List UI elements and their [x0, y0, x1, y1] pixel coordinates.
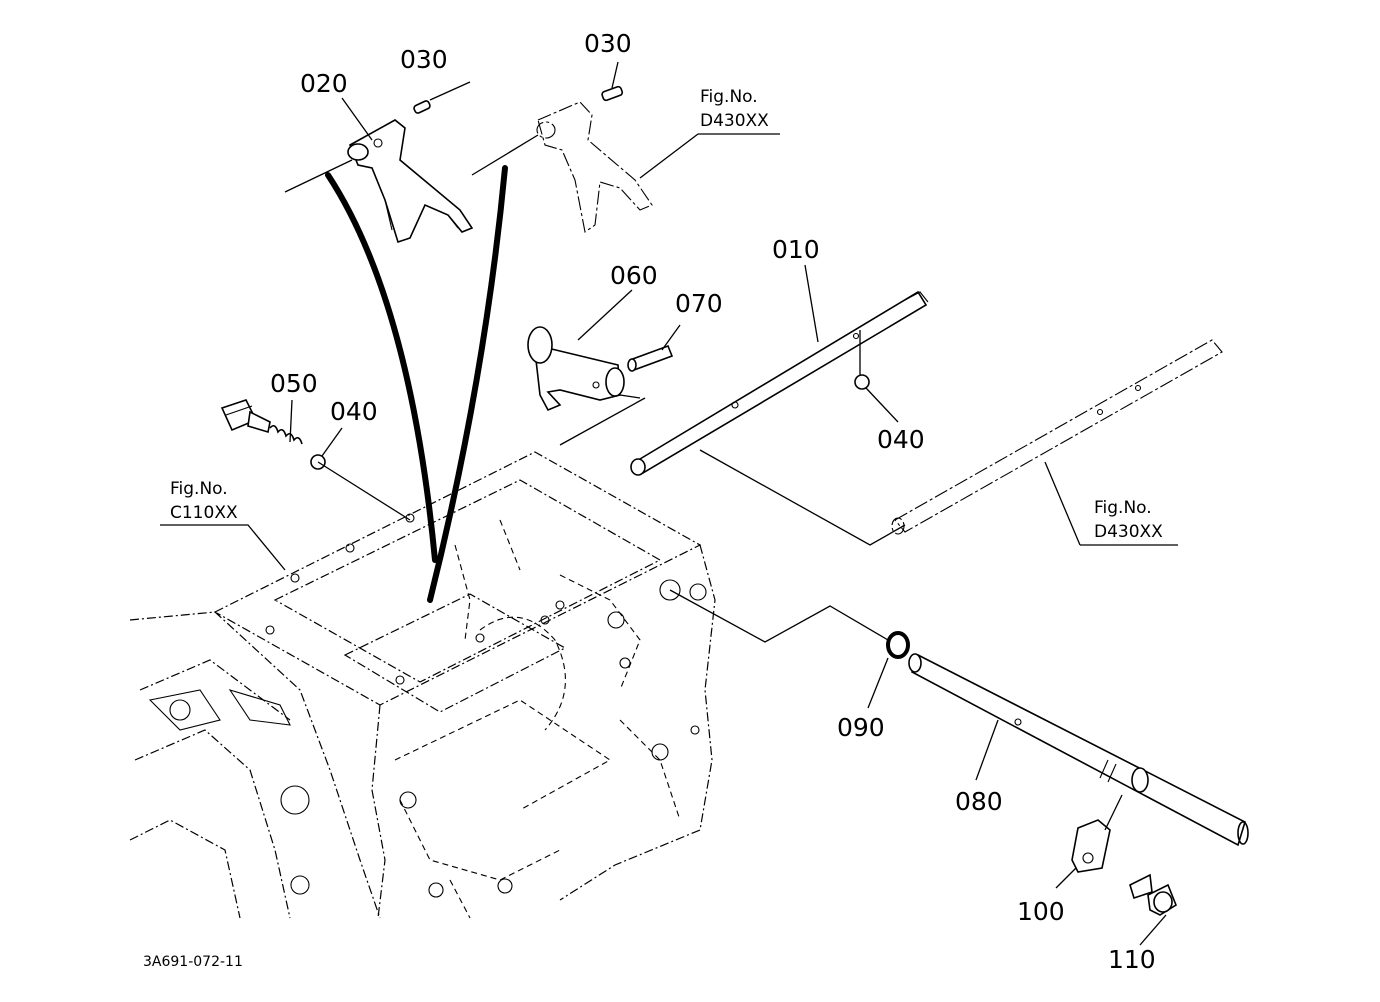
detent-ball-040b	[854, 374, 870, 390]
label-070: 070	[675, 289, 723, 318]
leader-lines	[160, 61, 1178, 946]
pin-030a	[413, 81, 471, 114]
label-010: 010	[772, 235, 820, 264]
o-ring-090	[886, 631, 910, 659]
label-040a: 040	[330, 397, 378, 426]
fig-ref-1-number: D430XX	[700, 111, 769, 131]
pin-070	[627, 344, 674, 372]
drawing-code: 3A691-072-11	[143, 954, 243, 970]
fig-ref-1-prefix: Fig.No.	[700, 87, 758, 107]
fig-ref-2-number: C110XX	[170, 503, 238, 523]
fig-ref-2-prefix: Fig.No.	[170, 479, 228, 499]
label-060: 060	[610, 261, 658, 290]
shift-fork-reference	[471, 101, 653, 233]
bolt-110	[1129, 873, 1177, 916]
fig-ref-3-number: D430XX	[1094, 522, 1163, 542]
label-100: 100	[1017, 897, 1065, 926]
plate-100	[1071, 794, 1123, 873]
label-040b: 040	[877, 425, 925, 454]
shift-rod-010	[630, 290, 929, 476]
label-110: 110	[1108, 945, 1156, 974]
detent-plug-050	[220, 399, 271, 434]
shift-fork-020	[284, 119, 474, 244]
label-030a: 030	[400, 45, 448, 74]
transmission-case	[129, 451, 716, 919]
label-090: 090	[837, 713, 885, 742]
label-080: 080	[955, 787, 1003, 816]
shift-rod-reference	[891, 339, 1223, 535]
label-030b: 030	[584, 29, 632, 58]
shift-cables	[325, 165, 508, 603]
label-020: 020	[300, 69, 348, 98]
part-number-labels: 020 030 030 060 070 010 050 040 040 090 …	[270, 29, 1156, 974]
pin-030b	[601, 85, 624, 102]
detent-spring-050	[269, 424, 303, 445]
label-050: 050	[270, 369, 318, 398]
figure-references: Fig.No. D430XX Fig.No. C110XX Fig.No. D4…	[170, 87, 1163, 542]
fig-ref-3-prefix: Fig.No.	[1094, 498, 1152, 518]
alignment-lines	[559, 397, 906, 643]
detent-ball-040a	[310, 454, 411, 521]
shaft-080	[908, 653, 1249, 847]
shift-arm-060	[527, 326, 641, 412]
